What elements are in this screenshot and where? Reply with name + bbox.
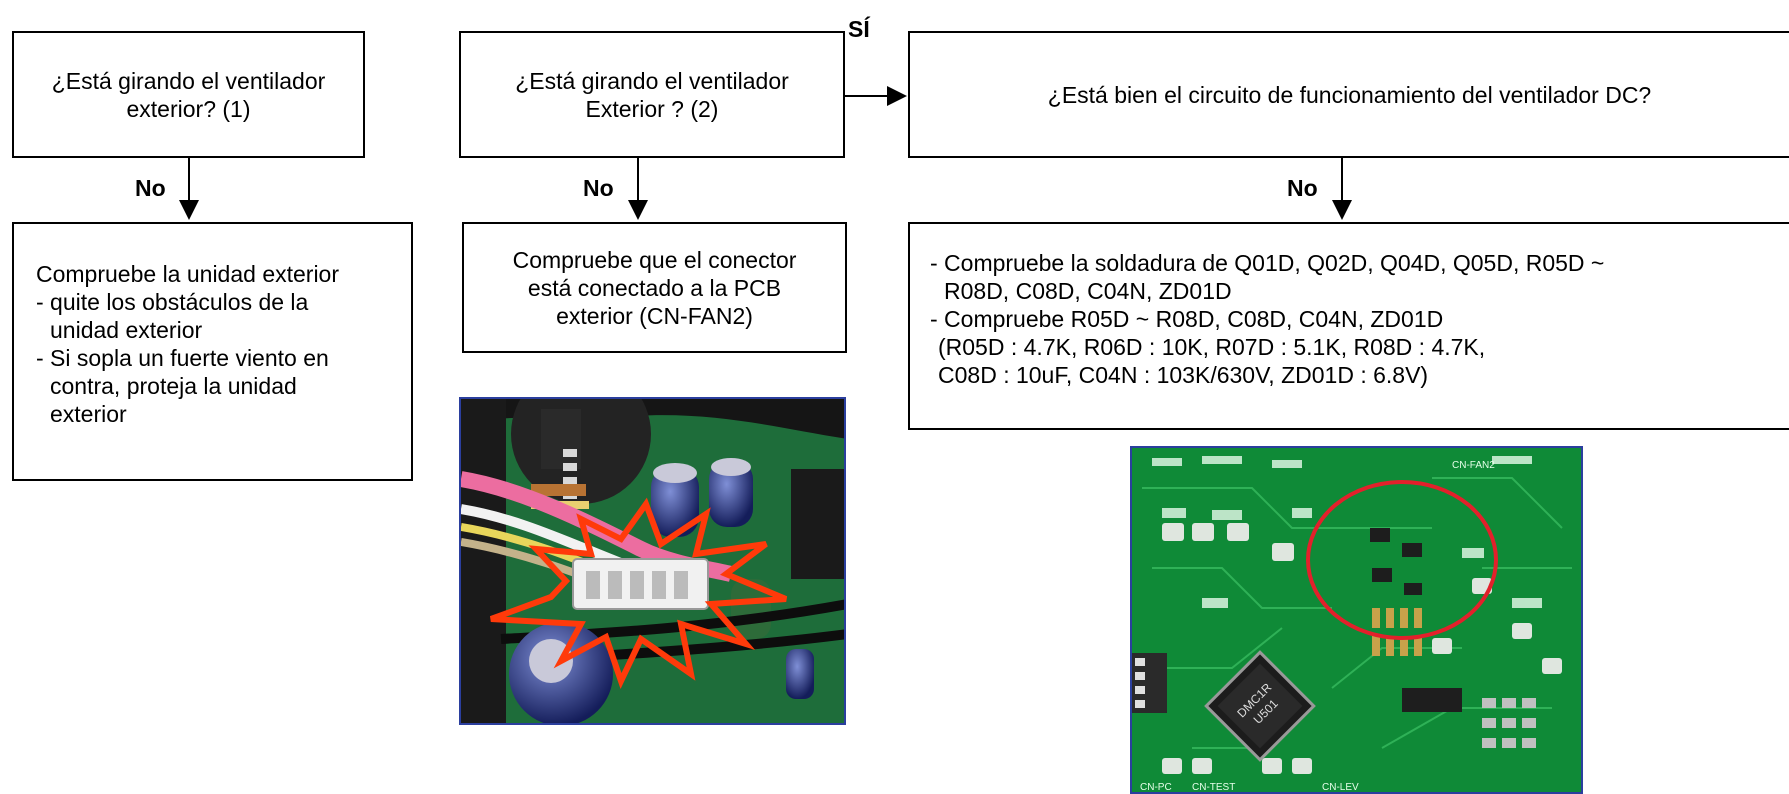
left-question-box: ¿Está girando el ventilador exterior? (1… <box>12 31 365 158</box>
pcb-label-cn-lev: CN-LEV <box>1322 782 1359 793</box>
left-action-box: Compruebe la unidad exterior - quite los… <box>12 222 413 481</box>
middle-question-text: ¿Está girando el ventilador Exterior ? (… <box>515 67 789 122</box>
highlight-burst <box>489 497 788 689</box>
middle-no-label: No <box>583 175 614 201</box>
left-action-line: contra, proteja la unidad <box>50 373 297 399</box>
right-question-text: ¿Está bien el circuito de funcionamiento… <box>1047 81 1652 108</box>
middle-action-box: Compruebe que el conector está conectado… <box>462 222 847 353</box>
right-action-line: R08D, C08D, C04N, ZD01D <box>944 278 1232 304</box>
right-action-box: - Compruebe la soldadura de Q01D, Q02D, … <box>908 222 1789 430</box>
middle-action-text: Compruebe que el conector está conectado… <box>512 246 797 329</box>
highlight-circle <box>1306 480 1498 640</box>
right-action-line: - Compruebe R05D ~ R08D, C08D, C04N, ZD0… <box>930 306 1444 332</box>
right-question-box: ¿Está bien el circuito de funcionamiento… <box>908 31 1789 158</box>
left-question-text: ¿Está girando el ventilador exterior? (1… <box>51 67 326 122</box>
pcb-label-cn-test: CN-TEST <box>1192 782 1235 793</box>
middle-question-box: ¿Está girando el ventilador Exterior ? (… <box>459 31 845 158</box>
connector-photo <box>459 397 846 725</box>
pcb-photo: DMC1R U501 CN-FAN2 CN-TEST CN-LEV CN-PC <box>1130 446 1583 794</box>
right-action-line: (R05D : 4.7K, R06D : 10K, R07D : 5.1K, R… <box>938 334 1486 360</box>
right-action-line: - Compruebe la soldadura de Q01D, Q02D, … <box>930 250 1605 276</box>
left-action-line: - Si sopla un fuerte viento en <box>36 345 329 371</box>
left-action-line: exterior <box>50 401 127 427</box>
left-action-line: Compruebe la unidad exterior <box>36 261 340 287</box>
left-action-line: unidad exterior <box>50 317 203 343</box>
yes-label: SÍ <box>848 16 870 42</box>
left-no-label: No <box>135 175 166 201</box>
pcb-label-cn-pc: CN-PC <box>1140 782 1172 793</box>
right-no-label: No <box>1287 175 1318 201</box>
left-action-line: - quite los obstáculos de la <box>36 289 309 315</box>
right-action-line: C08D : 10uF, C04N : 103K/630V, ZD01D : 6… <box>938 362 1429 388</box>
pcb-label-cn-fan2: CN-FAN2 <box>1452 460 1495 471</box>
